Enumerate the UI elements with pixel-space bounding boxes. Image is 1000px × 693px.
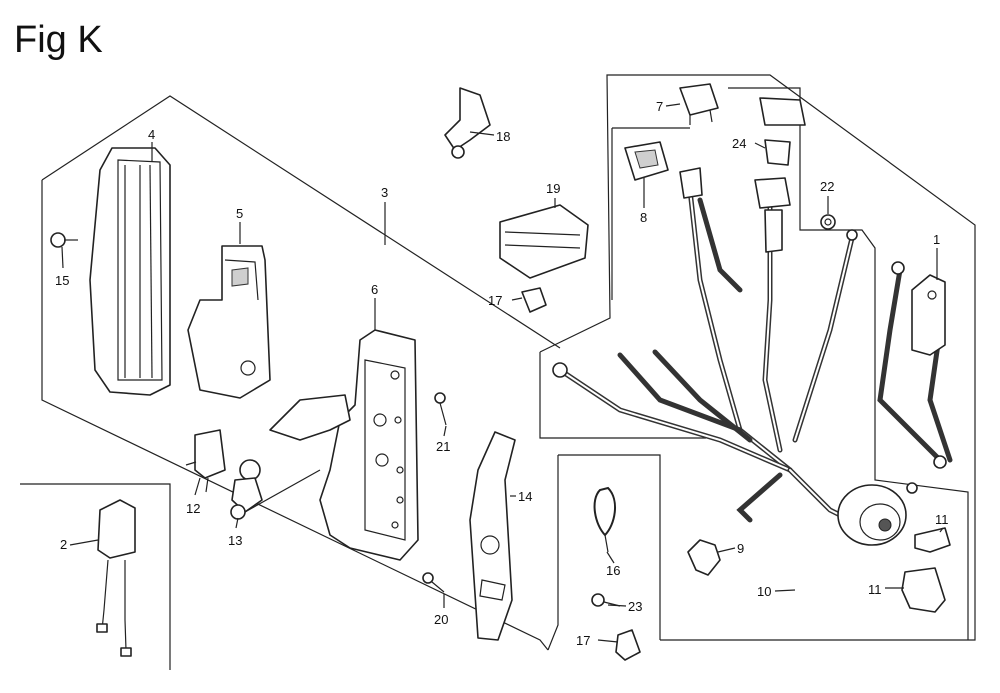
part-9-clip	[687, 539, 721, 576]
callout-20: 20	[434, 612, 448, 627]
callout-11-upper: 11	[935, 512, 949, 527]
part-13-switch	[230, 459, 321, 520]
callout-18: 18	[496, 129, 510, 144]
callout-16: 16	[606, 563, 620, 578]
callout-1: 1	[933, 232, 940, 247]
part-18-clamp	[444, 87, 491, 159]
callout-10: 10	[757, 584, 771, 599]
part-2-regulator	[96, 499, 136, 657]
part-17-clip-upper	[521, 287, 547, 313]
part-23-bolt	[591, 593, 621, 607]
callout-9: 9	[737, 541, 744, 556]
part-17-clip-lower	[615, 629, 641, 661]
part-1-module	[911, 274, 946, 356]
leader-lines	[61, 103, 944, 643]
callout-8: 8	[640, 210, 647, 225]
callout-17-lower: 17	[576, 633, 590, 648]
part-11-key-upper	[914, 527, 951, 553]
part-21-screw	[434, 392, 447, 426]
part-4-cover	[89, 147, 171, 396]
harness-connectors	[552, 167, 947, 494]
part-11-key-lower	[901, 567, 946, 613]
callout-11-lower: 11	[868, 582, 882, 597]
callout-23: 23	[628, 599, 642, 614]
part-8-connector	[624, 141, 669, 181]
part-24-fuse-cover	[759, 97, 806, 166]
callouts: 1 2 3 4 5 6 7 8 9 10 11 11 12 13 14 15 1…	[55, 99, 949, 648]
group-outlines	[20, 74, 976, 670]
callout-7: 7	[656, 99, 663, 114]
part-16-band	[593, 486, 616, 553]
part-5-bracket	[187, 245, 271, 399]
part-19-holder	[499, 204, 589, 279]
part-7-relay	[679, 83, 719, 125]
callout-2: 2	[60, 537, 67, 552]
part-15-screw	[50, 232, 78, 248]
callout-6: 6	[371, 282, 378, 297]
callout-15: 15	[55, 273, 69, 288]
callout-12: 12	[186, 501, 200, 516]
callout-17-upper: 17	[488, 293, 502, 308]
callout-13: 13	[228, 533, 242, 548]
part-14-plate	[469, 431, 516, 641]
wire-harness	[557, 187, 953, 523]
part-6-panel	[269, 329, 419, 561]
callout-4: 4	[148, 127, 155, 142]
callout-22: 22	[820, 179, 834, 194]
part-10-key-switch	[837, 484, 907, 546]
part-20-screw	[422, 572, 445, 593]
callout-19: 19	[546, 181, 560, 196]
callout-24: 24	[732, 136, 746, 151]
figure-title: Fig K	[14, 19, 103, 61]
callout-5: 5	[236, 206, 243, 221]
callout-3: 3	[381, 185, 388, 200]
part-22-nut	[820, 214, 836, 230]
callout-14: 14	[518, 489, 532, 504]
part-12-switch	[185, 429, 226, 493]
callout-21: 21	[436, 439, 450, 454]
